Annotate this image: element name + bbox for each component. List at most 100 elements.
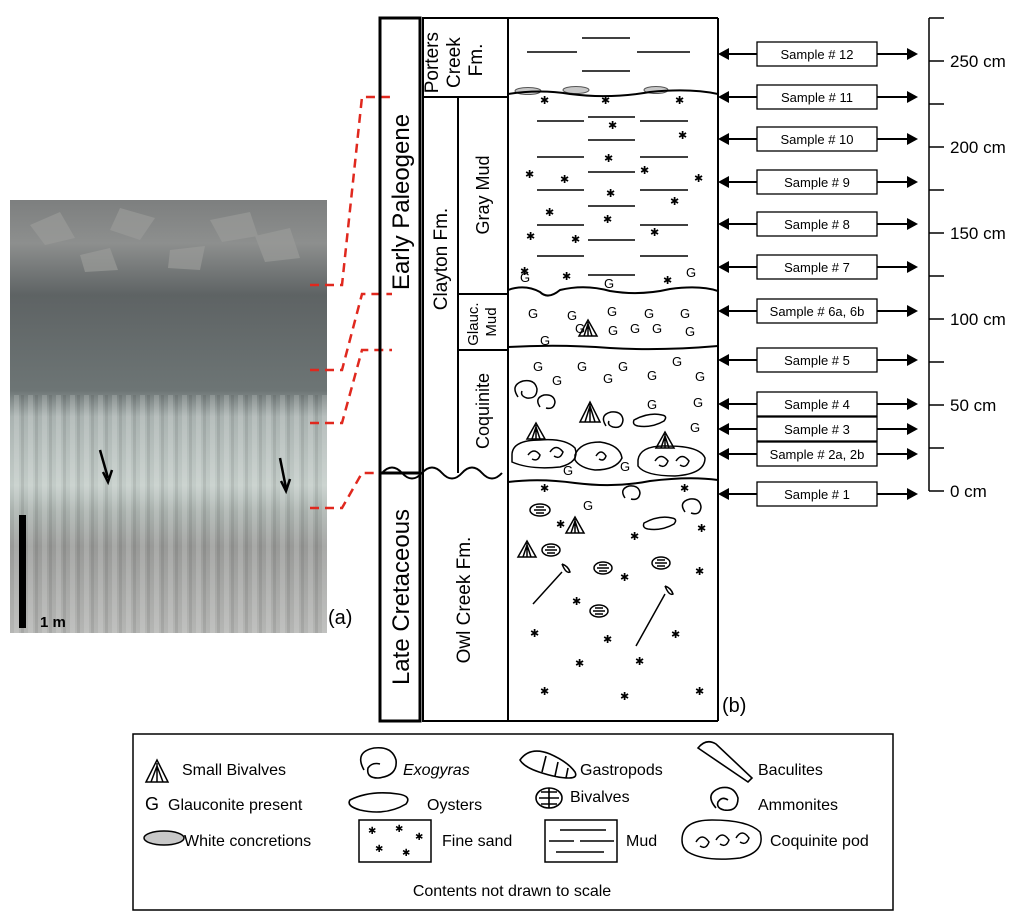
svg-text:G: G [563,463,573,478]
sample-marker: Sample # 3 [718,416,918,442]
unit-label-coquinite: Coquinite [473,373,493,449]
sample-label: Sample # 4 [784,397,850,412]
contact-coquinite [508,477,718,487]
era-label-early-paleogene: Early Paleogene [388,114,415,290]
legend-glauconite: Glauconite present [168,797,303,814]
baculite-legend-icon [696,740,754,784]
sample-box [756,84,878,110]
sample-marker: Sample # 1 [718,481,918,507]
svg-text:✱: ✱ [540,95,549,107]
arrow-marker-left [98,449,110,479]
svg-text:✱: ✱ [695,566,704,578]
glauconite-legend-icon: G [145,794,159,814]
svg-text:✱: ✱ [663,275,672,287]
svg-text:✱: ✱ [635,656,644,668]
contact-gray-mud [508,286,718,297]
sample-label: Sample # 12 [781,47,854,62]
fine-sand-marks: ✱✱✱ ✱✱✱ ✱✱✱ ✱✱✱ ✱✱✱ ✱✱✱ ✱✱✱ ✱✱✱ ✱✱✱ ✱✱✱ … [520,95,706,703]
svg-text:✱: ✱ [694,173,703,185]
legend-frame [132,733,894,911]
svg-text:✱: ✱ [670,196,679,208]
sample-box [756,347,878,373]
sample-marker: Sample # 6a, 6b [718,298,918,324]
white-concretion-legend-icon [143,830,185,846]
sample-label: Sample # 3 [784,422,850,437]
svg-text:✱: ✱ [601,95,610,107]
strat-column-frame [378,16,719,723]
svg-text:G: G [644,306,654,321]
column-labels: Early Paleogene Late Cretaceous Porters … [388,27,500,685]
sample-label: Sample # 2a, 2b [770,447,865,462]
svg-text:G: G [672,354,682,369]
svg-text:✱: ✱ [650,227,659,239]
legend-ammonites: Ammonites [758,797,838,814]
svg-text:G: G [680,306,690,321]
legend-fine-sand: Fine sand [442,833,512,850]
coquinite-pod-legend-icon [681,819,762,860]
sample-marker: Sample # 5 [718,347,918,373]
svg-text:G: G [686,265,696,280]
correlation-lines [310,95,392,510]
svg-text:G: G [577,359,587,374]
era-label-late-cretaceous: Late Cretaceous [388,509,415,685]
sample-label: Sample # 1 [784,487,850,502]
fossil-symbols [514,318,702,647]
svg-text:✱: ✱ [530,628,539,640]
sample-label: Sample # 10 [781,132,854,147]
svg-text:G: G [608,323,618,338]
svg-text:G: G [607,304,617,319]
lithology-column: G G G G G G G G G G G G G G G G G G G G … [508,37,718,703]
svg-text:G: G [685,324,695,339]
formation-label-owl-creek: Owl Creek Fm. [454,537,475,664]
unit-label-glauc-mud: Glauc. Mud [465,298,500,346]
sample-marker: Sample # 9 [718,169,918,195]
legend-bivalves: Bivalves [570,789,630,806]
panel-label-a: (a) [328,607,352,629]
sample-marker: Sample # 7 [718,254,918,280]
legend-footnote: Contents not drawn to scale [413,883,611,900]
exogyra-legend-icon [359,746,397,779]
svg-text:G: G [690,420,700,435]
formation-label-porters-creek: Porters Creek Fm. [422,27,487,94]
sample-marker: Sample # 12 [718,41,918,67]
svg-text:✱: ✱ [562,271,571,283]
sample-box [756,441,878,467]
glauconite-marks: G G G G G G G G G G G G G G G G G G G G … [520,265,705,513]
oyster-legend-icon [348,792,409,813]
svg-text:✱: ✱ [402,848,410,859]
gastropod-legend-icon [519,750,577,779]
outcrop-photo: 1 m [10,200,327,633]
scale-label-0: 0 cm [950,482,987,501]
svg-text:G: G [552,373,562,388]
svg-text:✱: ✱ [678,130,687,142]
coquinite-pods [511,438,706,477]
mud-lines-porters-creek [527,37,690,72]
sample-label: Sample # 8 [784,217,850,232]
svg-text:G: G [695,369,705,384]
bivalve-legend-icon [535,787,563,809]
svg-text:✱: ✱ [556,519,565,531]
svg-text:✱: ✱ [520,266,529,278]
svg-text:✱: ✱ [603,214,612,226]
svg-text:✱: ✱ [640,165,649,177]
legend-baculites: Baculites [758,762,823,779]
svg-text:G: G [520,270,530,285]
sample-marker: Sample # 4 [718,391,918,417]
svg-text:G: G [652,321,662,336]
scale-label-50: 50 cm [950,396,996,415]
sample-label: Sample # 9 [784,175,850,190]
svg-text:G: G [528,306,538,321]
sample-box [756,298,878,324]
sample-label: Sample # 6a, 6b [770,304,865,319]
sample-list: Sample # 12 Sample # 11 Sample # 10 Sample … [718,41,918,507]
sample-label: Sample # 5 [784,353,850,368]
small-bivalves-legend-icon [144,758,170,783]
sample-label: Sample # 11 [781,90,853,105]
svg-text:✱: ✱ [540,686,549,698]
mud-legend-icon [544,819,618,863]
depth-scale-labels: 250 cm 200 cm 150 cm 100 cm 50 cm 0 cm [950,52,1006,501]
svg-text:✱: ✱ [572,596,581,608]
svg-text:✱: ✱ [680,483,689,495]
sample-box [756,211,878,237]
